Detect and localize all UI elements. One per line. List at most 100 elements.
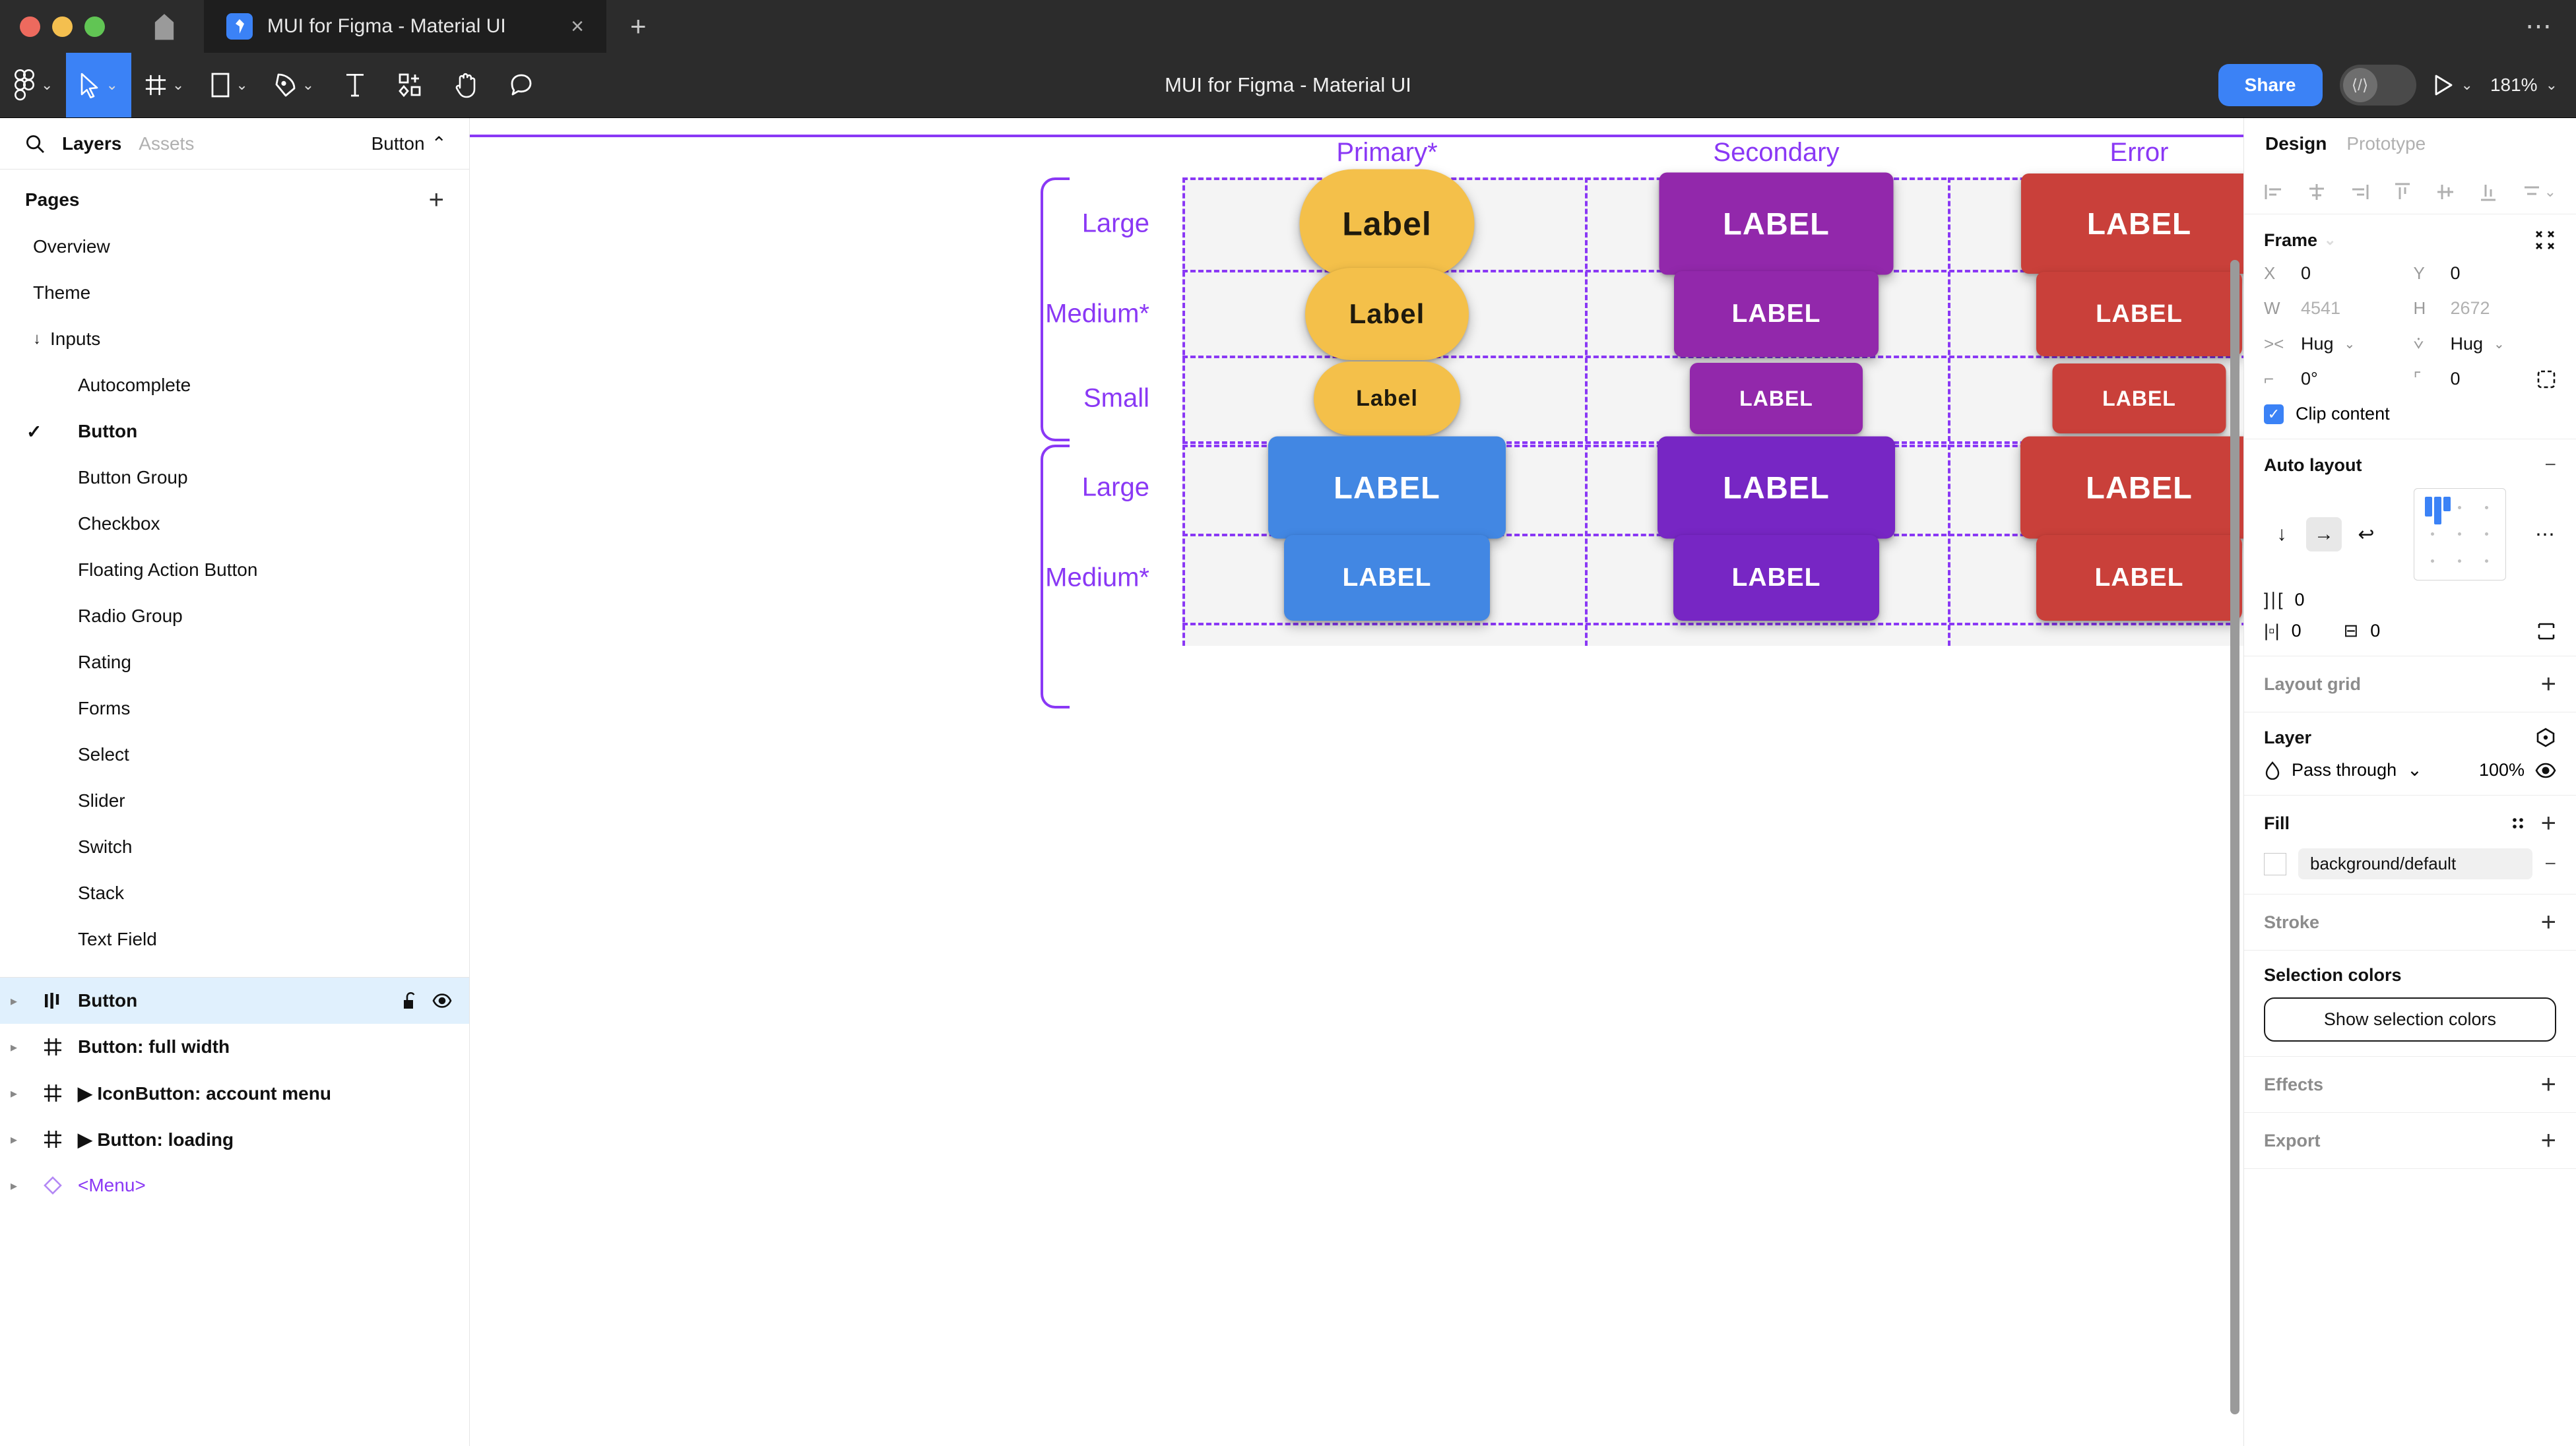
add-page-button[interactable]: + (428, 185, 444, 214)
dev-mode-toggle[interactable]: ⟨/⟩ (2339, 65, 2416, 106)
page-item-overview[interactable]: Overview (0, 224, 469, 270)
clip-content-checkbox[interactable]: ✓ (2264, 404, 2284, 424)
resize-to-fit-icon[interactable] (2534, 229, 2556, 251)
button-sample[interactable]: LABEL (2021, 173, 2243, 274)
layer-row[interactable]: ▸▶ IconButton: account menu (0, 1070, 469, 1116)
independent-corners-icon[interactable] (2536, 369, 2556, 389)
direction-horizontal-button[interactable]: → (2306, 517, 2342, 551)
align-bottom-icon[interactable] (2478, 182, 2498, 202)
page-item-button-group[interactable]: Button Group (0, 455, 469, 501)
button-sample[interactable]: LABEL (1284, 535, 1490, 621)
individual-padding-icon[interactable] (2536, 621, 2556, 641)
close-icon[interactable]: × (571, 14, 584, 39)
tab-layers[interactable]: Layers (62, 133, 122, 154)
gap-row[interactable]: ]∣[ 0 (2264, 590, 2556, 610)
fill-color-swatch[interactable] (2264, 852, 2286, 875)
expand-caret-icon[interactable]: ▸ (11, 1086, 18, 1101)
expand-caret-icon[interactable]: ▸ (11, 993, 18, 1009)
button-sample[interactable]: LABEL (2052, 363, 2226, 433)
hand-tool-icon[interactable] (438, 53, 494, 117)
minimize-window-button[interactable] (52, 16, 73, 37)
page-item-radio-group[interactable]: Radio Group (0, 593, 469, 639)
page-item-stack[interactable]: Stack (0, 870, 469, 916)
frame-tool-icon[interactable]: ⌄ (131, 53, 197, 117)
button-sample[interactable]: LABEL (1659, 172, 1894, 275)
frame-height-property[interactable]: H 2672 (2414, 298, 2557, 319)
page-selector[interactable]: Button ⌃ (371, 133, 447, 154)
blend-mode-value[interactable]: Pass through (2292, 760, 2397, 780)
frame-rotation[interactable]: ⌐ 0° (2264, 369, 2407, 389)
add-stroke-button[interactable]: + (2540, 908, 2556, 937)
add-layout-grid-button[interactable]: + (2540, 670, 2556, 699)
move-tool-icon[interactable]: ⌄ (66, 53, 131, 117)
frame-width-property[interactable]: W 4541 (2264, 298, 2407, 319)
alignment-pad[interactable] (2413, 488, 2506, 581)
fill-token-name[interactable]: background/default (2298, 848, 2533, 879)
horizontal-padding-value[interactable]: 0 (2291, 621, 2302, 641)
maximize-window-button[interactable] (84, 16, 105, 37)
page-item-button[interactable]: ✓Button (0, 408, 469, 455)
components-tool-icon[interactable] (383, 53, 438, 117)
page-item-checkbox[interactable]: Checkbox (0, 501, 469, 547)
visibility-eye-icon[interactable] (432, 992, 452, 1009)
align-left-icon[interactable] (2264, 182, 2284, 202)
canvas-scrollbar[interactable] (2230, 260, 2239, 1414)
visibility-eye-icon[interactable] (2535, 762, 2556, 779)
align-top-icon[interactable] (2393, 182, 2412, 202)
add-effect-button[interactable]: + (2540, 1070, 2556, 1099)
button-sample[interactable]: LABEL (2036, 272, 2242, 356)
page-item-slider[interactable]: Slider (0, 778, 469, 824)
vertical-padding-value[interactable]: 0 (2370, 621, 2381, 641)
layer-row[interactable]: ▸Button (0, 978, 469, 1024)
search-icon[interactable] (25, 134, 45, 154)
layer-row[interactable]: ▸▶ Button: loading (0, 1116, 469, 1162)
page-item-inputs[interactable]: ↓Inputs (0, 316, 469, 362)
browser-tab[interactable]: MUI for Figma - Material UI × (204, 0, 606, 53)
button-sample[interactable]: LABEL (1658, 436, 1895, 539)
frame-hug-width[interactable]: >< Hug ⌄ (2264, 333, 2407, 354)
align-horizontal-center-icon[interactable] (2307, 182, 2327, 202)
page-item-text-field[interactable]: Text Field (0, 916, 469, 962)
shape-tool-icon[interactable]: ⌄ (197, 53, 261, 117)
show-selection-colors-button[interactable]: Show selection colors (2264, 997, 2556, 1042)
zoom-level-selector[interactable]: 181% ⌄ (2490, 75, 2558, 96)
align-right-icon[interactable] (2350, 182, 2369, 202)
tab-prototype[interactable]: Prototype (2346, 133, 2426, 154)
add-fill-button[interactable]: + (2540, 809, 2556, 838)
layer-opacity-value[interactable]: 100% (2478, 760, 2525, 780)
page-item-theme[interactable]: Theme (0, 270, 469, 316)
auto-layout-more-button[interactable]: ⋯ (2535, 523, 2556, 546)
distribute-icon[interactable]: ⌄ (2522, 182, 2556, 202)
direction-vertical-button[interactable]: ↓ (2276, 523, 2287, 545)
clip-content-row[interactable]: ✓ Clip content (2264, 404, 2556, 424)
expand-caret-icon[interactable]: ▸ (11, 1040, 18, 1055)
chevron-down-icon[interactable]: ⌄ (2324, 232, 2336, 248)
figma-menu-icon[interactable]: ⌄ (0, 53, 66, 117)
new-tab-button[interactable]: + (630, 11, 647, 42)
unlock-icon[interactable] (402, 991, 419, 1011)
layer-row[interactable]: ▸Button: full width (0, 1024, 469, 1070)
button-sample[interactable]: LABEL (1673, 535, 1879, 621)
comment-tool-icon[interactable] (494, 53, 549, 117)
button-sample[interactable]: LABEL (2020, 436, 2243, 539)
share-button[interactable]: Share (2218, 64, 2323, 106)
frame-y-property[interactable]: Y 0 (2414, 263, 2557, 284)
design-canvas[interactable]: Contained Primary*SecondaryErrorWarningL… (470, 118, 2243, 1446)
button-sample[interactable]: Label (1299, 169, 1475, 278)
add-export-button[interactable]: + (2540, 1126, 2556, 1155)
frame-corner-radius[interactable]: ⌜ 0 (2414, 369, 2557, 389)
frame-hug-height[interactable]: ⩒ Hug ⌄ (2414, 333, 2557, 354)
pen-tool-icon[interactable]: ⌄ (261, 53, 327, 117)
close-window-button[interactable] (20, 16, 40, 37)
text-tool-icon[interactable] (327, 53, 383, 117)
frame-x-property[interactable]: X 0 (2264, 263, 2407, 284)
tab-design[interactable]: Design (2265, 133, 2327, 154)
button-sample[interactable]: LABEL (2036, 535, 2242, 621)
expand-caret-icon[interactable]: ▸ (11, 1132, 18, 1147)
present-button[interactable]: ⌄ (2433, 74, 2473, 96)
window-menu-icon[interactable]: ⋯ (2525, 12, 2554, 41)
page-item-floating-action-button[interactable]: Floating Action Button (0, 547, 469, 593)
button-sample[interactable]: Label (1305, 268, 1469, 360)
fill-styles-icon[interactable] (2509, 815, 2527, 832)
expand-caret-icon[interactable]: ▸ (11, 1178, 18, 1193)
